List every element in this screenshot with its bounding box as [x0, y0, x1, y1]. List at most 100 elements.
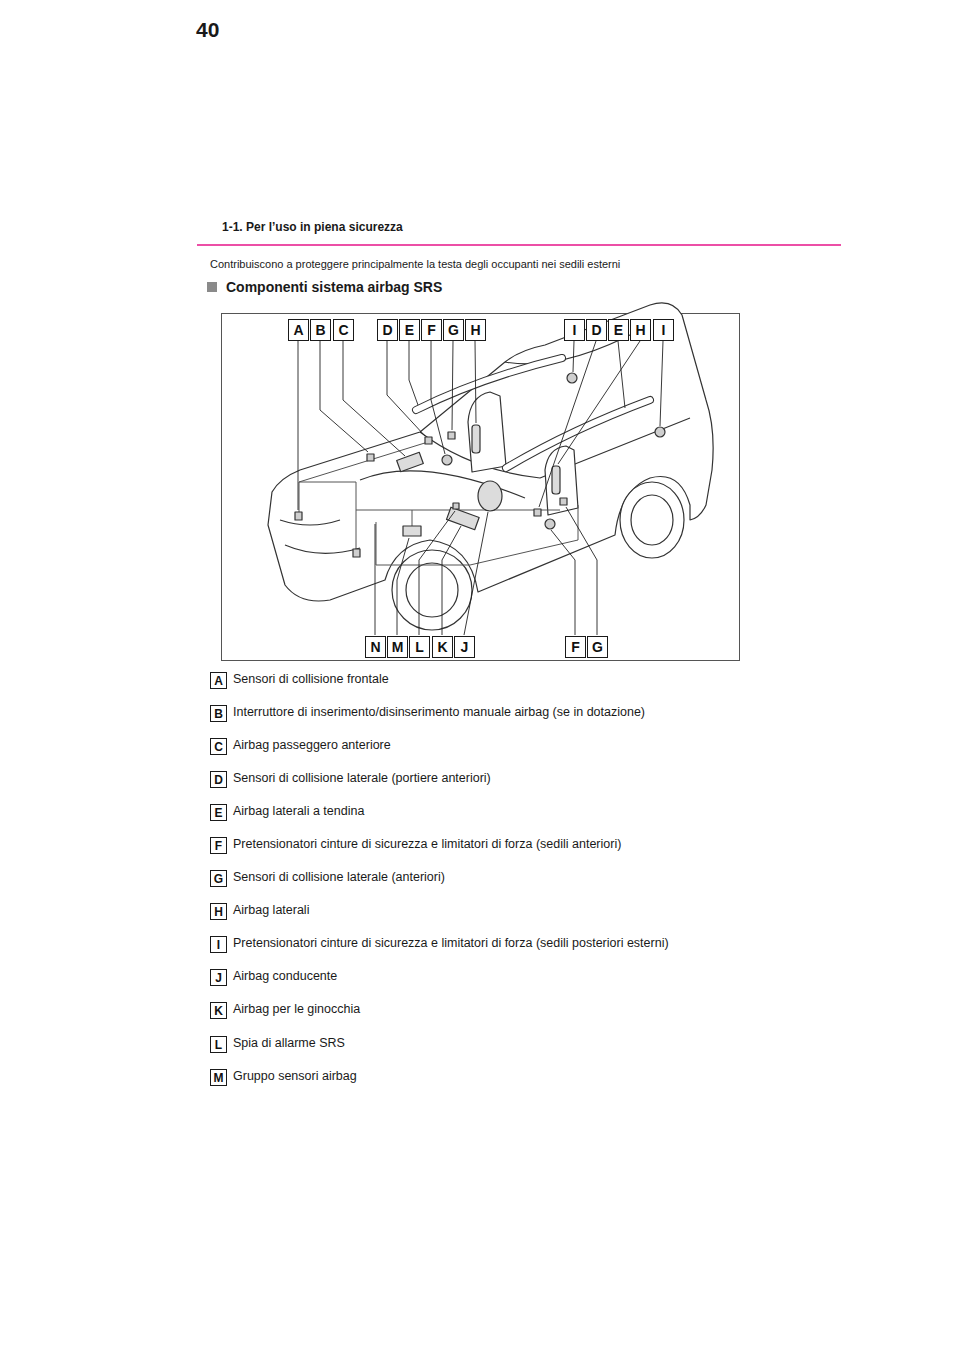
callout-letter: G: [214, 873, 223, 885]
leader-line: [409, 341, 418, 405]
leader-line: [618, 341, 625, 408]
component-description: Sensori di collisione laterale (portiere…: [233, 771, 491, 786]
callout-letter-box: G: [587, 636, 608, 658]
callout-letter-box: C: [333, 319, 354, 341]
legend-letter-box: H: [210, 903, 227, 920]
callout-letter: G: [448, 323, 459, 337]
leader-line: [298, 341, 299, 510]
airbag-sensor-assembly: [403, 526, 421, 536]
callout-letter-box: N: [365, 636, 386, 658]
knee-airbag: [447, 507, 480, 529]
component-description: Airbag laterali a tendina: [233, 804, 364, 819]
callout-letter-box: L: [409, 636, 430, 658]
callout-letter-box: D: [377, 319, 398, 341]
legend-letter-box: F: [210, 837, 227, 854]
callout-letter: J: [461, 640, 469, 654]
callout-letter: K: [437, 640, 447, 654]
seat: [468, 392, 506, 472]
leader-line: [343, 341, 405, 456]
component-description: Airbag laterali: [233, 903, 309, 918]
legend-letter-box: A: [210, 672, 227, 689]
callout-letter: B: [315, 323, 325, 337]
wiring-harness: [299, 442, 578, 565]
side-sensor: [425, 437, 432, 444]
seat: [545, 446, 578, 515]
callout-letter-box: G: [443, 319, 464, 341]
component-description: Interruttore di inserimento/disinserimen…: [233, 705, 645, 720]
callout-letter-box: H: [465, 319, 486, 341]
callout-letter: E: [214, 807, 222, 819]
component-description: Spia di allarme SRS: [233, 1036, 345, 1051]
callout-letter: A: [214, 675, 223, 687]
callout-letter-box: K: [432, 636, 453, 658]
callout-letter: E: [614, 323, 623, 337]
side-airbag: [552, 466, 560, 494]
pretensioner: [655, 427, 665, 437]
figure-frame: [222, 314, 740, 661]
callout-letter: C: [338, 323, 348, 337]
callout-letter-box: B: [310, 319, 331, 341]
component-description: Airbag conducente: [233, 969, 337, 984]
component-description: Airbag per le ginocchia: [233, 1002, 360, 1017]
component-description: Sensori di collisione frontale: [233, 672, 389, 687]
curtain-airbag: [416, 358, 562, 410]
side-sensor: [560, 498, 567, 505]
component-description: Gruppo sensori airbag: [233, 1069, 357, 1084]
rear-wheel: [620, 482, 684, 558]
leader-line: [551, 530, 575, 635]
callout-letter: L: [215, 1039, 222, 1051]
leader-line: [566, 507, 597, 635]
callout-letter: M: [214, 1072, 224, 1084]
legend-letter-box: K: [210, 1002, 227, 1019]
callout-letter: D: [214, 774, 223, 786]
callout-letter-box: I: [653, 319, 674, 341]
leader-line: [397, 538, 409, 635]
callout-letter: J: [215, 972, 222, 984]
callout-letter-box: E: [399, 319, 420, 341]
callout-letter-box: D: [586, 319, 607, 341]
callout-letter: A: [293, 323, 303, 337]
callout-letter: F: [215, 840, 222, 852]
front-wheel: [392, 550, 472, 630]
callout-letter: I: [573, 323, 577, 337]
leader-line: [475, 341, 476, 423]
legend-letter-box: I: [210, 936, 227, 953]
callout-letter: I: [217, 939, 220, 951]
callout-letter-box: I: [564, 319, 585, 341]
callout-letter: F: [427, 323, 436, 337]
leader-line: [442, 526, 461, 635]
callout-letter-box: J: [454, 636, 475, 658]
intro-text: Contribuiscono a proteggere principalmen…: [210, 258, 620, 271]
callout-letter: G: [592, 640, 603, 654]
side-airbag: [472, 425, 480, 453]
callout-letter: D: [382, 323, 392, 337]
leader-line: [375, 524, 376, 635]
component-description: Pretensionatori cinture di sicurezza e l…: [233, 837, 621, 852]
component-description: Sensori di collisione laterale (anterior…: [233, 870, 445, 885]
legend-letter-box: C: [210, 738, 227, 755]
legend-letter-box: M: [210, 1069, 227, 1086]
pretensioner: [567, 373, 577, 383]
srs-warning-light: [453, 503, 459, 509]
leader-line: [320, 341, 368, 452]
legend-letter-box: B: [210, 705, 227, 722]
leader-line: [387, 341, 425, 436]
callout-letter-box: F: [421, 319, 442, 341]
callout-letter: H: [470, 323, 480, 337]
airbag-switch: [367, 454, 374, 461]
section-heading: Componenti sistema airbag SRS: [226, 279, 442, 296]
header-rule: [197, 244, 841, 246]
callout-letter: E: [405, 323, 414, 337]
pretensioner: [545, 519, 555, 529]
leader-line: [539, 341, 596, 507]
callout-letter-box: A: [288, 319, 309, 341]
callout-letter-box: F: [565, 636, 586, 658]
legend-letter-box: J: [210, 969, 227, 986]
callout-letter: I: [662, 323, 666, 337]
leader-line: [419, 511, 455, 635]
page-number: 40: [196, 17, 219, 42]
callout-letter: C: [214, 741, 223, 753]
leader-line: [573, 341, 574, 372]
